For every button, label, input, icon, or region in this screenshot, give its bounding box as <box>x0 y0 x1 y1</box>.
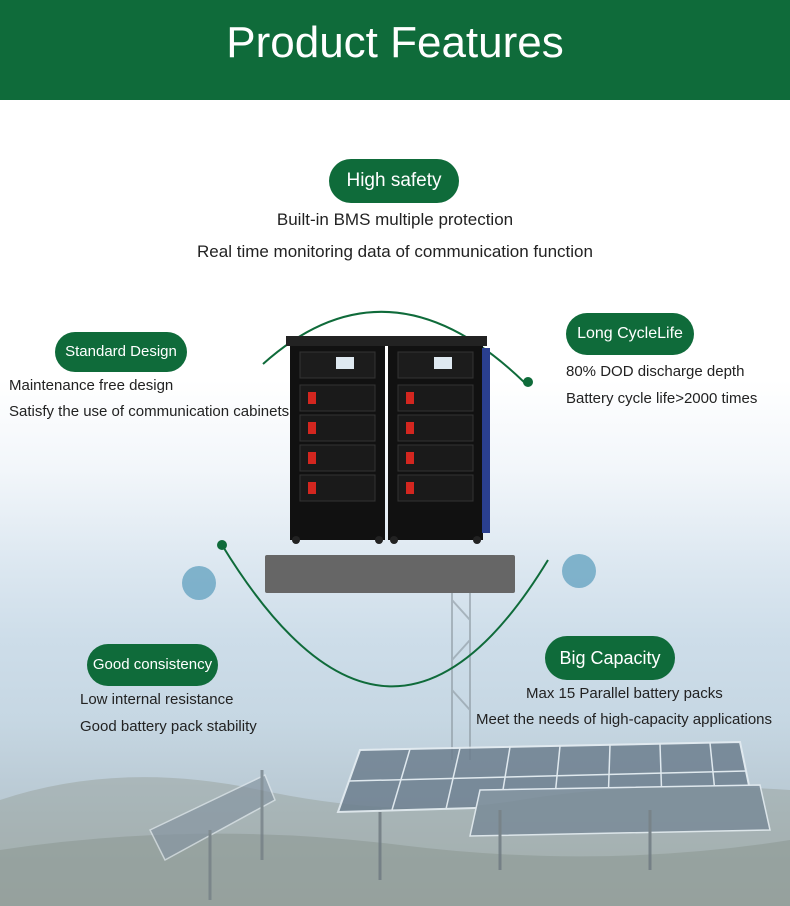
blue-accent-dot <box>182 566 216 600</box>
solar-panel-left <box>148 770 276 900</box>
big-capacity-badge: Big Capacity <box>545 636 675 680</box>
good-consistency-line-1: Low internal resistance <box>80 691 234 708</box>
long-cycle-life-badge: Long CycleLife <box>566 313 694 355</box>
arc-end-dot <box>523 377 533 387</box>
page-title: Product Features <box>226 18 564 67</box>
high-safety-line-2: Real time monitoring data of communicati… <box>197 242 593 261</box>
good-consistency-line-2: Good battery pack stability <box>80 718 257 735</box>
good-consistency-badge: Good consistency <box>87 644 218 686</box>
product-base-plate <box>265 555 515 593</box>
arc-end-dot <box>217 540 227 550</box>
standard-design-line-1: Maintenance free design <box>9 377 174 394</box>
header-banner: Product Features <box>0 0 790 100</box>
long-cycle-life-line-2: Battery cycle life>2000 times <box>566 390 758 407</box>
high-safety-line-1: Built-in BMS multiple protection <box>276 210 514 229</box>
big-capacity-line-2: Meet the needs of high-capacity applicat… <box>476 711 773 728</box>
battery-cabinet-right <box>384 336 490 544</box>
standard-design-line-2: Satisfy the use of communication cabinet… <box>9 403 290 420</box>
bottom-arc <box>221 544 549 688</box>
telecom-tower <box>451 560 471 760</box>
battery-cabinet-left <box>286 336 389 544</box>
high-safety-badge: High safety <box>329 159 459 203</box>
long-cycle-life-line-1: 80% DOD discharge depth <box>566 363 745 380</box>
solar-panel-array <box>336 740 771 880</box>
standard-design-badge: Standard Design <box>55 332 187 372</box>
blue-accent-dot <box>562 554 596 588</box>
big-capacity-line-1: Max 15 Parallel battery packs <box>526 685 723 702</box>
